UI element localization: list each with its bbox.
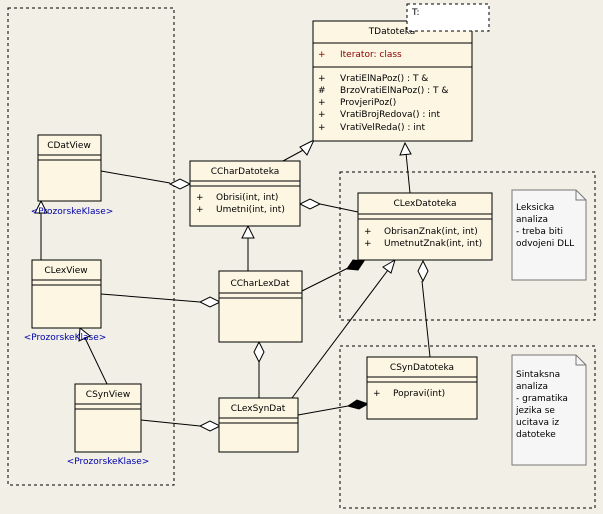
attribute: Iterator: class	[340, 50, 402, 60]
svg-text:analiza: analiza	[516, 215, 548, 225]
operation-visibility: #	[318, 86, 326, 96]
stereotype-label: <ProzorskeKlase>	[31, 207, 114, 217]
aggregation-diamond	[417, 259, 429, 283]
relationships	[34, 138, 431, 432]
class-name: CDatView	[47, 141, 91, 151]
operation: ObrisanZnak(int, int)	[384, 227, 478, 237]
generalization-arrow	[78, 327, 91, 342]
stereotype-label: <ProzorskeKlase>	[24, 333, 107, 343]
operation: UmetnutZnak(int, int)	[384, 239, 482, 249]
class-tdatoteka[interactable]: TDatoteka + Iterator: class + VratiElNaP…	[312, 20, 473, 142]
template-parameter: T:	[406, 3, 490, 32]
operation: ProvjeriPoz()	[340, 98, 396, 108]
class-name: CLexSynDat	[231, 404, 286, 414]
svg-text:odvojeni DLL: odvojeni DLL	[516, 239, 574, 249]
operation-visibility: +	[373, 389, 381, 399]
note-lexical: Leksicka analiza - treba biti odvojeni D…	[511, 189, 587, 281]
class-cchardatoteka[interactable]: CCharDatoteka + Obrisi(int, int) + Umetn…	[189, 160, 301, 227]
generalization-arrow	[241, 224, 255, 239]
class-name: CSynView	[86, 390, 130, 400]
operation: BrzoVratiElNaPoz() : T &	[340, 86, 448, 96]
operation: Obrisi(int, int)	[216, 193, 278, 203]
svg-text:T:: T:	[411, 8, 420, 18]
class-ccharlexdat[interactable]: CCharLexDat	[218, 270, 303, 343]
class-name: CCharLexDat	[230, 279, 289, 289]
class-csyndatoteka[interactable]: CSynDatoteka + Popravi(int)	[366, 356, 478, 420]
svg-text:datoteke: datoteke	[516, 430, 556, 440]
class-clexdatoteka[interactable]: CLexDatoteka + ObrisanZnak(int, int) + U…	[357, 192, 493, 261]
aggregation-diamond	[198, 420, 222, 432]
operation-visibility: +	[364, 227, 372, 237]
class-name: CSynDatoteka	[390, 363, 454, 373]
svg-text:- gramatika: - gramatika	[516, 394, 568, 404]
note-syntax: Sintaksna analiza - gramatika jezika se …	[511, 354, 587, 466]
operation: Popravi(int)	[393, 389, 445, 399]
class-name: CLexDatoteka	[394, 199, 457, 209]
class-name: CLexView	[44, 266, 87, 276]
class-clexview[interactable]: CLexView	[31, 259, 102, 329]
generalization-arrow	[382, 258, 396, 274]
operation: VratiVelRedа() : int	[340, 123, 425, 133]
operation: VratiBrojRedova() : int	[340, 110, 441, 120]
composition-diamond	[346, 399, 370, 410]
operation-visibility: +	[196, 193, 204, 203]
aggregation-diamond	[298, 198, 322, 210]
aggregation-diamond	[168, 178, 192, 190]
svg-text:Sintaksna: Sintaksna	[516, 370, 560, 380]
generalization-arrow	[399, 141, 412, 156]
lexical-package	[339, 171, 596, 321]
class-csynview[interactable]: CSynView	[74, 383, 142, 453]
operation: Umetni(int, int)	[216, 205, 285, 215]
operation-visibility: +	[318, 98, 326, 108]
operation-visibility: +	[318, 123, 326, 133]
svg-text:Leksicka: Leksicka	[516, 203, 554, 213]
operation-visibility: +	[364, 239, 372, 249]
class-cdatview[interactable]: CDatView	[37, 134, 102, 202]
attribute-visibility: +	[318, 50, 326, 60]
views-package	[7, 7, 175, 486]
stereotype-label: <ProzorskeKlase>	[67, 457, 150, 467]
generalization-arrow	[34, 199, 48, 214]
generalization-arrow	[299, 138, 316, 156]
composition-diamond	[346, 259, 365, 271]
svg-text:jezika se: jezika se	[515, 406, 555, 416]
operation: VratiElNaPoz() : T &	[340, 74, 428, 84]
aggregation-diamond	[198, 296, 222, 308]
operation-visibility: +	[318, 74, 326, 84]
class-name: TDatoteka	[368, 27, 416, 37]
operation-visibility: +	[318, 110, 326, 120]
svg-text:- treba biti: - treba biti	[516, 227, 563, 237]
class-clexsyndat[interactable]: CLexSynDat	[218, 397, 299, 453]
operation-visibility: +	[196, 205, 204, 215]
class-name: CCharDatoteka	[211, 167, 280, 177]
svg-text:ucitava iz: ucitava iz	[516, 418, 559, 428]
svg-text:analiza: analiza	[516, 382, 548, 392]
syntax-package	[339, 345, 596, 509]
aggregation-diamond	[253, 340, 265, 364]
